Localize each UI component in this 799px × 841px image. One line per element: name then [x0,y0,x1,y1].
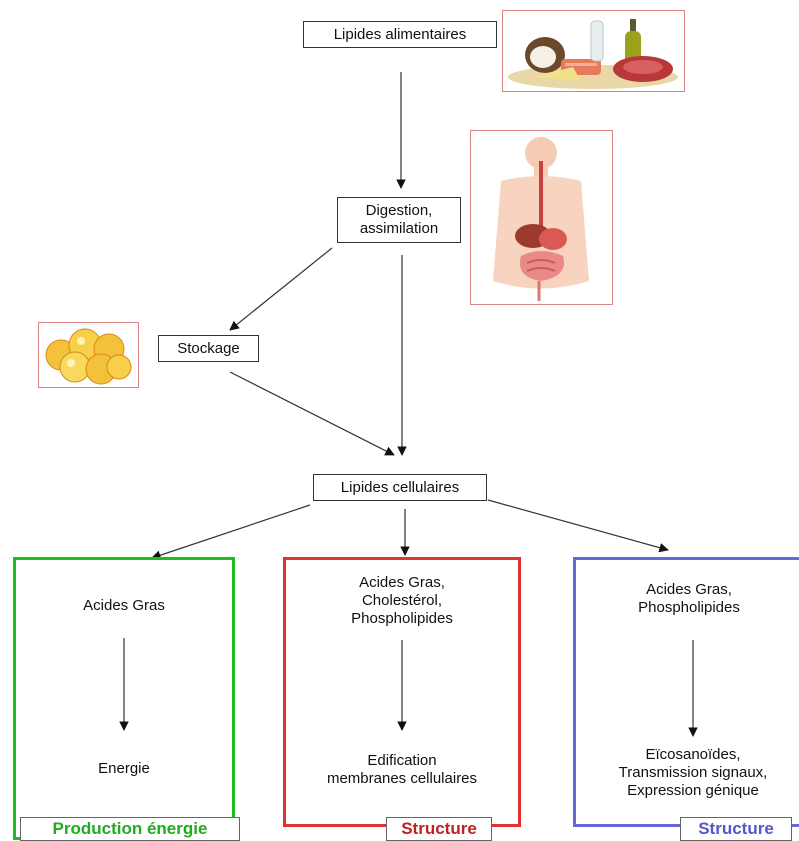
cellular-lipids-node: Lipides cellulaires [313,474,487,501]
signaling-top-text: Acides Gras, Phospholipides [638,581,740,616]
arrow-cellular-to-signaling [487,499,669,553]
energy-top-text: Acides Gras [83,597,165,614]
membranes-bottom-text: Edification membranes cellulaires [326,752,478,787]
digestion-label-line2: assimilation [359,220,439,237]
digestion-node: Digestion, assimilation [337,197,461,243]
signaling-panel-title: Structure [680,817,792,841]
fat-cells-image [38,322,139,388]
cellular-lipids-label: Lipides cellulaires [340,479,460,496]
food-image [502,10,685,92]
arrow-cellular-to-energy [151,504,311,560]
signaling-bottom-text: Eïcosanoïdes, Transmission signaux, Expr… [618,746,768,799]
arrow-storage-to-cellular [229,371,395,456]
dietary-lipids-node: Lipides alimentaires [303,21,497,48]
digestion-label-line1: Digestion, [365,202,433,219]
storage-node: Stockage [158,335,259,362]
storage-label: Stockage [177,340,240,357]
digestive-system-image [470,130,613,305]
dietary-lipids-label: Lipides alimentaires [333,26,467,43]
membranes-top-text: Acides Gras, Cholestérol, Phospholipides [351,574,453,627]
membranes-panel-title: Structure [386,817,492,841]
energy-panel-title: Production énergie [20,817,240,841]
arrow-digestion-to-storage [229,247,333,331]
energy-bottom-text: Energie [98,760,150,777]
